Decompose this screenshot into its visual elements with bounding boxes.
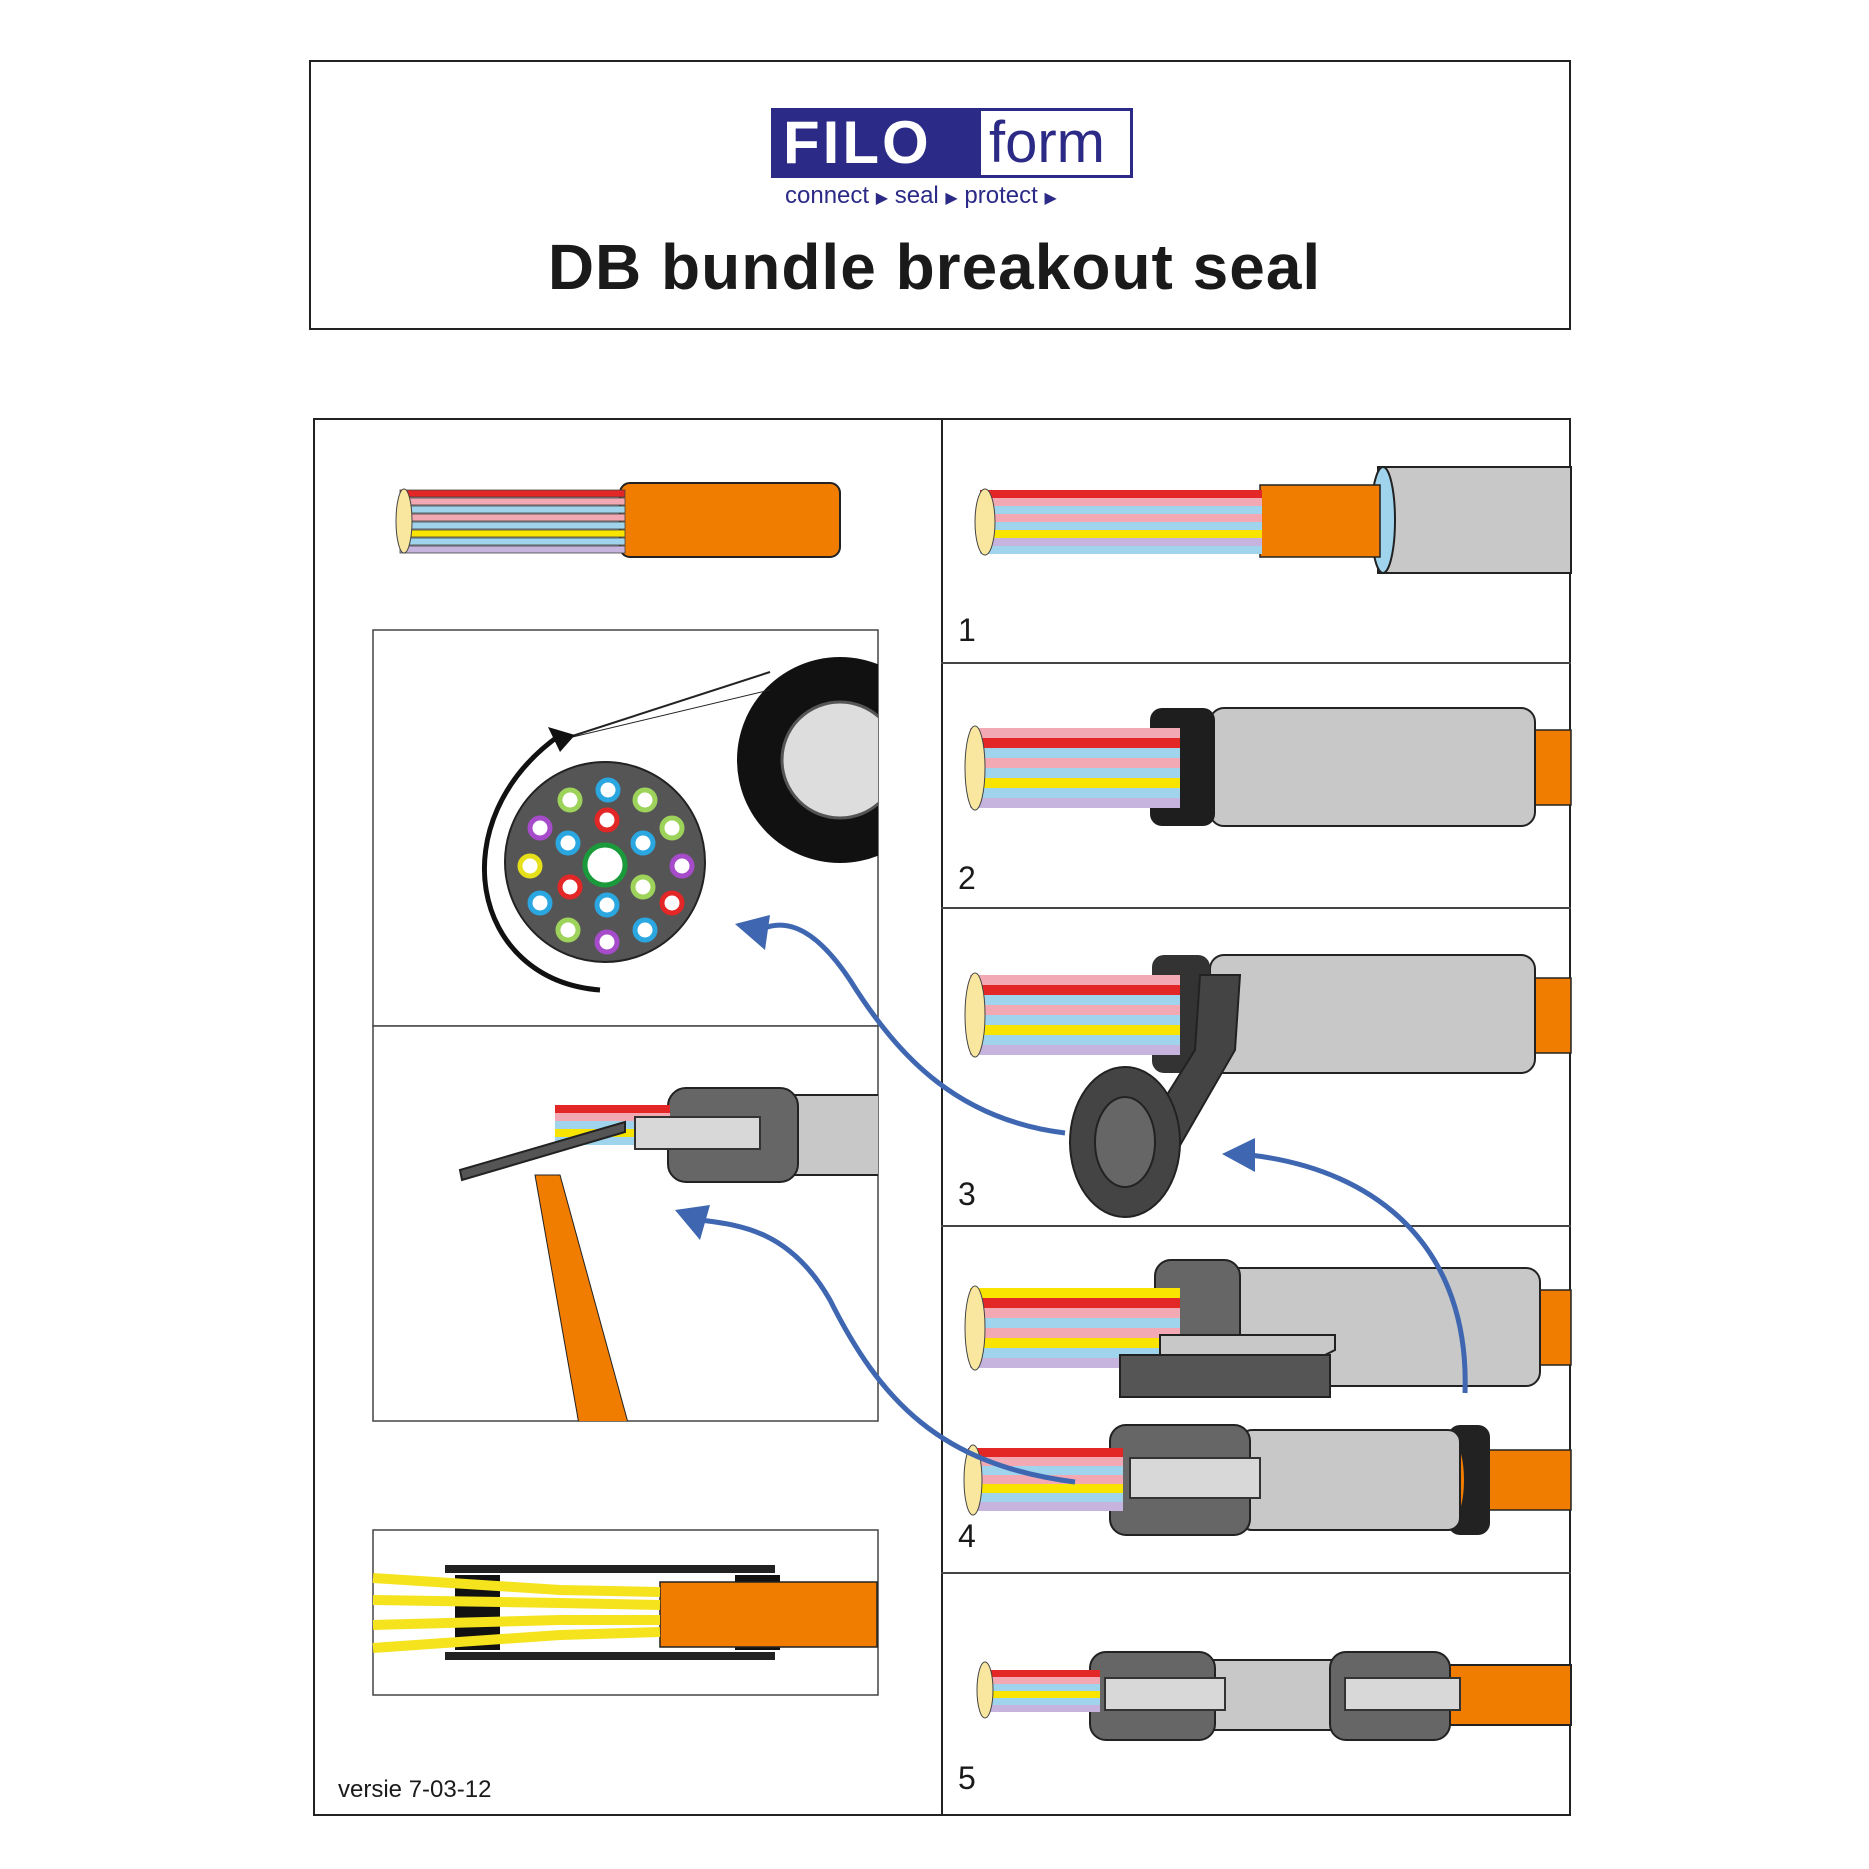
arrowhead-icon — [735, 915, 770, 950]
header-box — [309, 60, 1571, 330]
step-divider — [941, 1572, 1571, 1574]
step-number-2: 2 — [958, 860, 976, 896]
logo-tagline: connect ▶ seal ▶ protect ▶ — [785, 182, 1057, 210]
tagline-arrow-icon: ▶ — [1044, 190, 1057, 207]
tagline-arrow-icon: ▶ — [875, 190, 889, 207]
knife-handle — [534, 1174, 629, 1421]
arrow-seal-to-tape — [1249, 1152, 1468, 1394]
arrowhead-icon — [675, 1205, 710, 1240]
logo-bold-block — [771, 108, 981, 178]
tagline-seal: seal — [894, 182, 939, 209]
version-label: versie 7-03-12 — [338, 1776, 492, 1803]
left-top-cable — [395, 482, 841, 558]
step-3-illustration — [964, 954, 1572, 1218]
panel-divider-vertical — [941, 418, 943, 1816]
knife-detail — [458, 1087, 878, 1421]
wire-bundle — [395, 488, 626, 554]
step-2-illustration — [964, 707, 1572, 827]
step-divider — [941, 662, 1571, 664]
arrow-cut-to-knife — [699, 1217, 1076, 1485]
knife-blade-icon — [458, 1120, 626, 1182]
tagline-arrow-icon: ▶ — [945, 190, 958, 207]
cross-section-detail — [481, 657, 878, 993]
detail-box-knife — [372, 1025, 879, 1422]
step-5-illustration — [976, 1651, 1572, 1741]
step-number-5: 5 — [958, 1760, 976, 1796]
tagline-protect: protect — [964, 182, 1038, 209]
step-number-4: 4 — [958, 1518, 976, 1554]
step-number-1: 1 — [958, 612, 976, 648]
step-divider — [941, 1225, 1571, 1227]
step-divider — [941, 907, 1571, 909]
connector-arrows — [699, 922, 1468, 1485]
tagline-connect: connect — [785, 182, 870, 209]
arrowhead-icon — [1222, 1138, 1255, 1172]
step-1-illustration — [974, 466, 1572, 574]
logo-brand-bold: FILO — [783, 109, 932, 176]
step-4-illustration — [963, 1259, 1572, 1536]
logo-brand-light: form — [989, 110, 1105, 175]
step-number-3: 3 — [958, 1176, 976, 1212]
filoform-logo: FILO form connect ▶ seal ▶ protect ▶ — [771, 108, 1139, 214]
rotation-arrow-icon — [481, 732, 601, 993]
arrow-tape-to-cross-section — [758, 922, 1066, 1136]
seal-section-detail — [372, 1565, 878, 1660]
page-title: DB bundle breakout seal — [547, 231, 1322, 303]
